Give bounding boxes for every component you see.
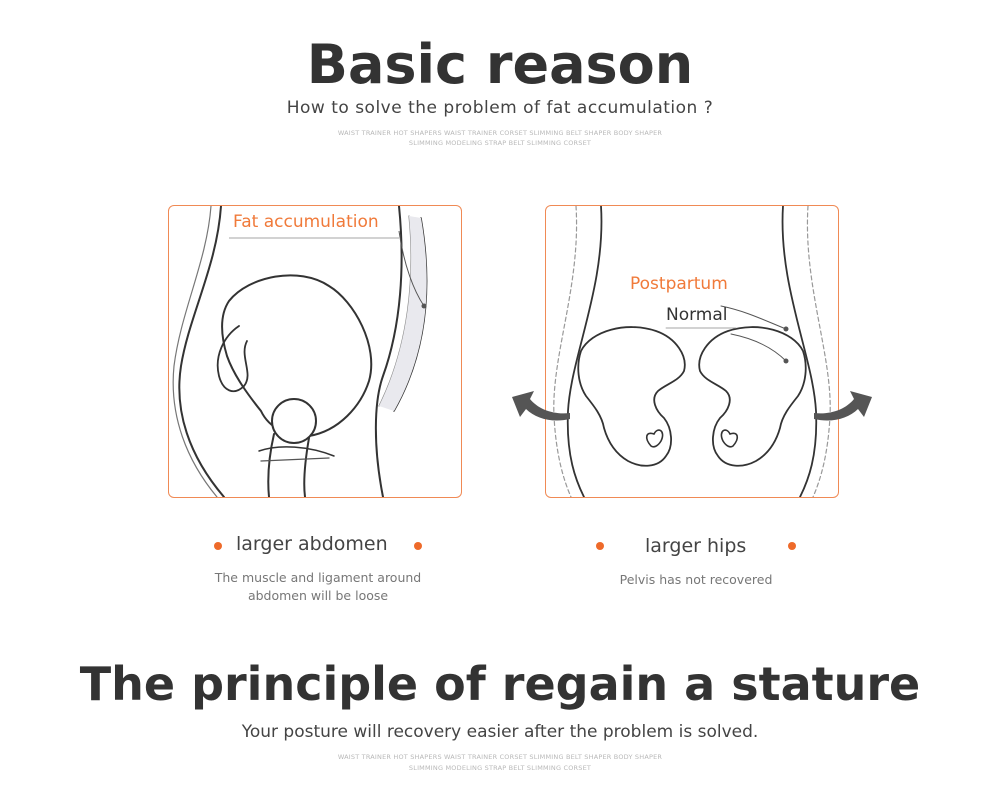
bullet-dot-icon bbox=[214, 542, 222, 550]
hips-illustration bbox=[553, 206, 831, 497]
arrow-left-icon bbox=[512, 391, 570, 421]
arrow-right-icon bbox=[814, 391, 872, 421]
section-subtitle: Your posture will recovery easier after … bbox=[241, 722, 759, 742]
abdomen-illustration bbox=[172, 206, 428, 497]
postpartum-label: Postpartum bbox=[630, 274, 728, 294]
abdomen-description-line-1: The muscle and ligament around bbox=[214, 570, 422, 585]
hips-illustration-panel: Postpartum Normal bbox=[545, 205, 839, 498]
fat-accumulation-label: Fat accumulation bbox=[231, 212, 381, 232]
larger-abdomen-caption: larger abdomen bbox=[236, 533, 388, 555]
normal-label: Normal bbox=[666, 305, 728, 325]
tag-line-bottom-2: SLIMMING MODELING STRAP BELT SLIMMING CO… bbox=[408, 764, 592, 772]
tag-line-top-2: SLIMMING MODELING STRAP BELT SLIMMING CO… bbox=[408, 139, 592, 147]
page-subtitle: How to solve the problem of fat accumula… bbox=[286, 98, 714, 118]
abdomen-illustration-panel: Fat accumulation bbox=[168, 205, 462, 498]
abdomen-description-line-2: abdomen will be loose bbox=[247, 588, 389, 603]
section-title: The principle of regain a stature bbox=[79, 657, 921, 711]
bullet-dot-icon bbox=[788, 542, 796, 550]
tag-line-top-1: WAIST TRAINER HOT SHAPERS WAIST TRAINER … bbox=[337, 129, 663, 137]
abdomen-description: The muscle and ligament around abdomen w… bbox=[168, 569, 468, 605]
bullet-dot-icon bbox=[414, 542, 422, 550]
hips-description: Pelvis has not recovered bbox=[619, 572, 773, 587]
bullet-dot-icon bbox=[596, 542, 604, 550]
tag-line-bottom-1: WAIST TRAINER HOT SHAPERS WAIST TRAINER … bbox=[337, 753, 663, 761]
page-title: Basic reason bbox=[306, 33, 694, 96]
larger-hips-caption: larger hips bbox=[645, 535, 747, 557]
